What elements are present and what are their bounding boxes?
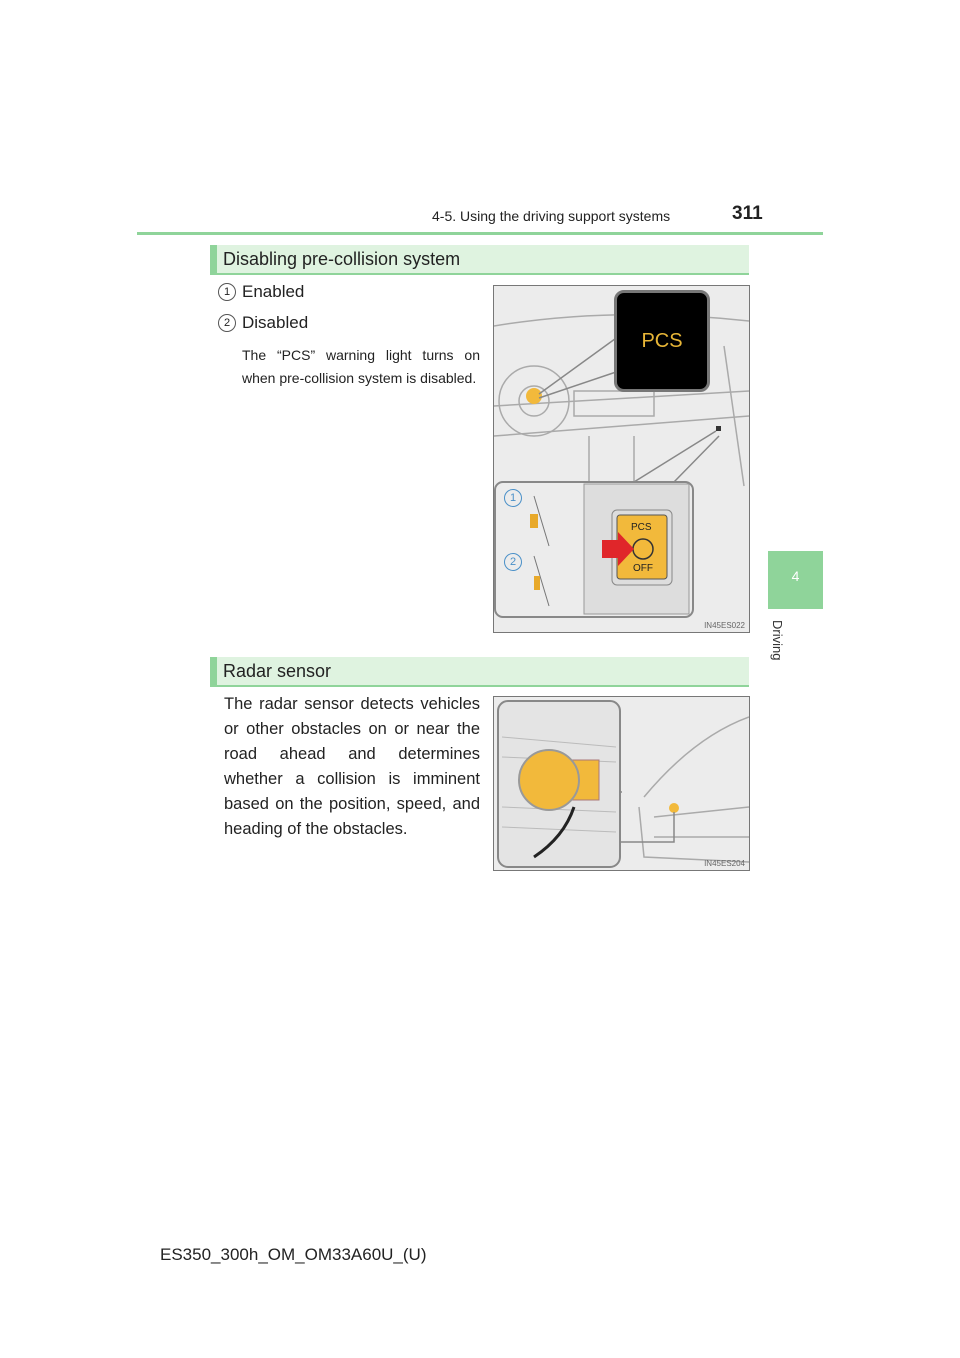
pcs-switch-illustration: PCS PCS OFF 1 2 IN45ES022 (493, 285, 750, 633)
pcs-warning-light: PCS (614, 290, 710, 392)
note-text: The “PCS” warning light turns on when pr… (242, 347, 480, 386)
number-circle: 2 (218, 314, 236, 332)
body-text: The radar sensor detects vehicles or oth… (224, 695, 480, 838)
header-rule (137, 232, 823, 235)
number-circle: 1 (218, 283, 236, 301)
figure-code: IN45ES204 (704, 859, 745, 868)
item-label: Enabled (242, 282, 305, 301)
footer-doc-code: ES350_300h_OM_OM33A60U_(U) (160, 1245, 427, 1264)
chapter-label: Driving (770, 620, 785, 661)
section-heading-radar-sensor: Radar sensor (210, 657, 749, 687)
figure-code: IN45ES022 (704, 621, 745, 630)
callout-2: 2 (504, 553, 522, 571)
chapter-tab: 4 (768, 551, 823, 609)
switch-label-off: OFF (633, 563, 653, 574)
radar-drawing (497, 700, 749, 868)
page-number: 311 (732, 203, 763, 224)
callout-1: 1 (504, 489, 522, 507)
radar-sensor-illustration: IN45ES204 (493, 696, 750, 871)
switch-label-pcs: PCS (631, 522, 652, 533)
item-label: Disabled (242, 313, 309, 332)
section-heading-disabling-pcs: Disabling pre-collision system (210, 245, 749, 275)
list-item: 2 Disabled (218, 313, 308, 333)
dashboard-drawing (494, 313, 749, 618)
list-item: 1 Enabled (218, 282, 304, 302)
running-header: 4-5. Using the driving support systems (432, 208, 671, 224)
